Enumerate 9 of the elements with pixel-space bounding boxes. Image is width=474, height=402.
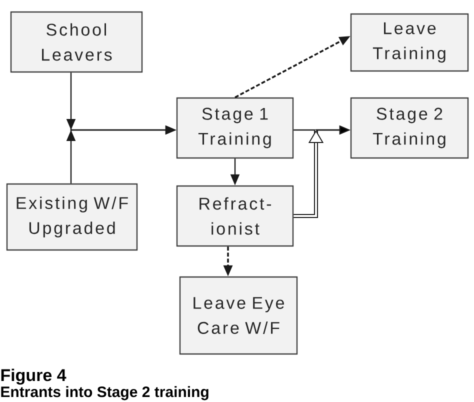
process-box: Existing W/F Upgraded xyxy=(6,183,138,251)
process-box: Stage 1 Training xyxy=(176,97,294,159)
process-box: Leave Eye Care W/F xyxy=(179,276,298,355)
process-box: Leave Training xyxy=(350,13,469,72)
figure-caption: Entrants into Stage 2 training xyxy=(1,386,208,400)
process-box: School Leavers xyxy=(10,11,143,73)
process-box: Stage 2 Training xyxy=(350,97,469,159)
figure-title: Figure 4 xyxy=(1,368,66,385)
process-box: Refract- ionist xyxy=(176,185,294,247)
